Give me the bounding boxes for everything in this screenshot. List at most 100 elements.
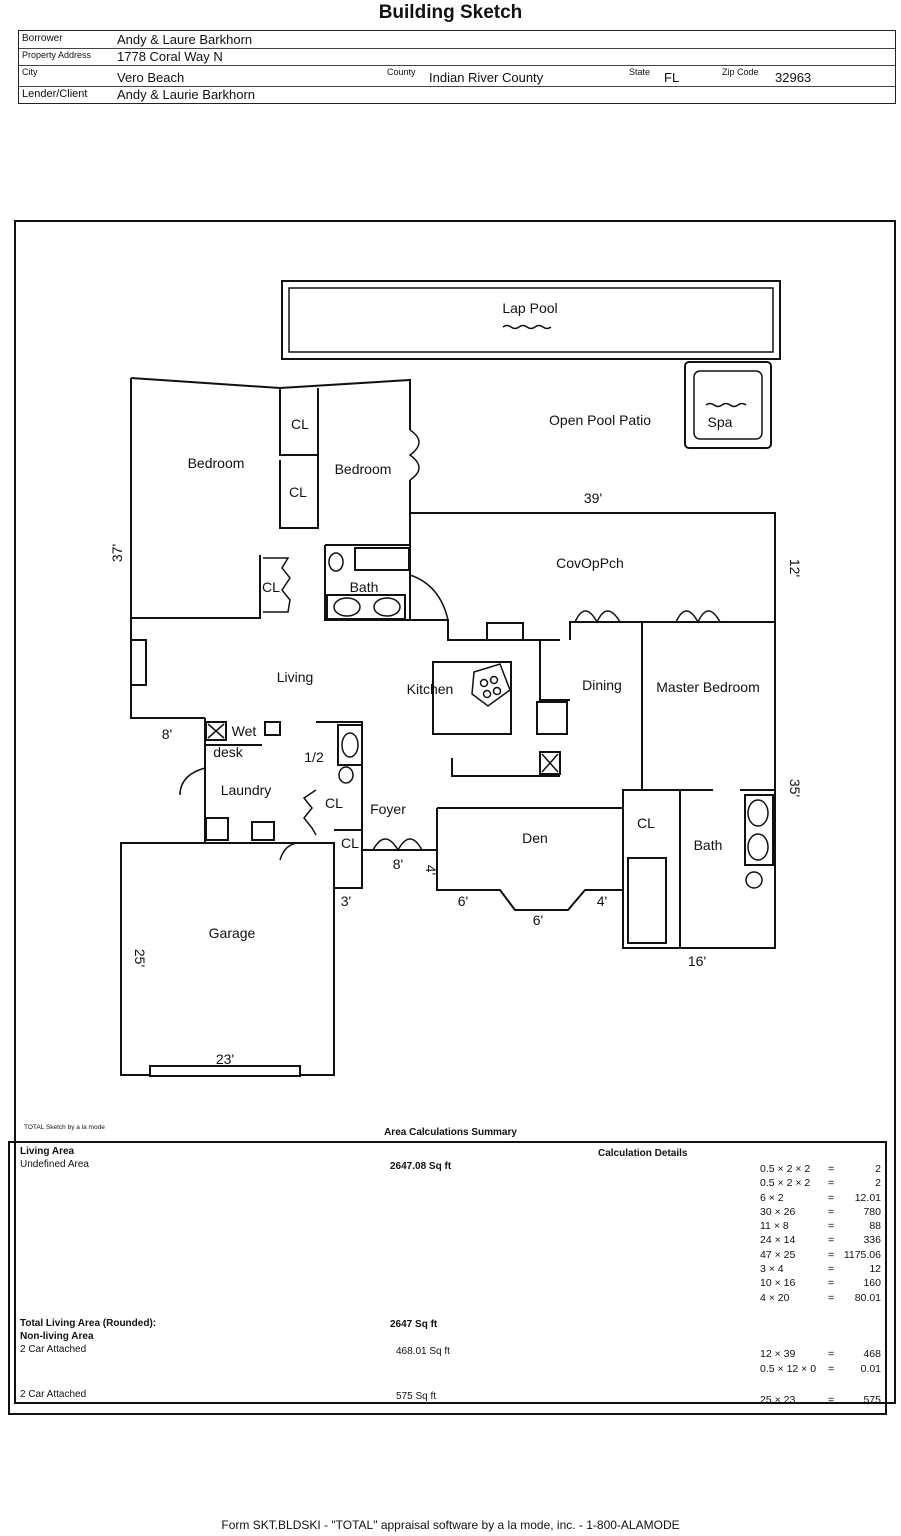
bifold-door-icon xyxy=(263,557,291,613)
room-open-pool-patio: Open Pool Patio xyxy=(549,412,651,428)
dim-4-b: 4' xyxy=(597,893,607,909)
dim-8-b: 8' xyxy=(393,856,403,872)
dim-3: 3' xyxy=(341,893,351,909)
living-area-label: Living Area xyxy=(20,1146,75,1157)
room-bath-1: Bath xyxy=(350,579,379,595)
porch-door-icon xyxy=(574,610,621,624)
car-attached-value-2: 575 Sq ft xyxy=(396,1391,437,1402)
master-sink-icon-2 xyxy=(747,833,769,861)
bifold-door-icon-2 xyxy=(302,789,317,836)
zip-value: 32963 xyxy=(775,70,812,85)
garage-door xyxy=(149,1065,301,1077)
double-door-icon xyxy=(408,429,420,481)
room-closet-5: CL xyxy=(341,835,359,851)
garage-walls xyxy=(120,842,335,1076)
calc-details-label: Calculation Details xyxy=(598,1148,688,1159)
room-closet-3: CL xyxy=(262,579,280,595)
calc-row: 0.5 × 12 × 0=0.01 xyxy=(760,1363,881,1375)
dim-37: 37' xyxy=(109,544,125,562)
page-title: Building Sketch xyxy=(378,2,523,23)
lender-label: Lender/Client xyxy=(22,88,88,100)
half-bath-walls xyxy=(316,721,363,845)
calc-row: 24 × 14=336 xyxy=(760,1234,881,1247)
city-row: City Vero Beach County Indian River Coun… xyxy=(19,65,895,87)
car-attached-value-1: 468.01 Sq ft xyxy=(396,1346,450,1357)
half-bath-toilet-icon xyxy=(338,766,354,784)
sketch-credit: TOTAL Sketch by a la mode xyxy=(24,1124,105,1131)
spa-inner xyxy=(693,370,763,440)
master-shower xyxy=(627,857,667,944)
pool-wave-icon xyxy=(502,324,552,330)
room-dining: Dining xyxy=(582,677,622,693)
car-attached-label-2: 2 Car Attached xyxy=(20,1389,87,1400)
dim-12: 12' xyxy=(787,559,803,577)
room-closet-2: CL xyxy=(289,484,307,500)
room-bedroom-2: Bedroom xyxy=(335,461,392,477)
porch-door-icon-2 xyxy=(675,610,721,624)
toilet-icon xyxy=(328,552,344,572)
calc-row: 0.5 × 2 × 2=2 xyxy=(760,1177,881,1190)
property-row: Property Address 1778 Coral Way N xyxy=(19,48,895,66)
room-bath-2: Bath xyxy=(694,837,723,853)
wet-bar-cross-icon xyxy=(207,723,225,739)
dim-6-b: 6' xyxy=(533,912,543,928)
borrower-value: Andy & Laure Barkhorn xyxy=(117,32,253,47)
total-living-label: Total Living Area (Rounded): xyxy=(20,1318,157,1329)
master-vanity xyxy=(744,794,774,866)
room-spa: Spa xyxy=(708,414,733,430)
city-label: City xyxy=(22,67,38,77)
kitchen-sink xyxy=(486,622,524,641)
dim-39: 39' xyxy=(584,490,602,506)
west-wall xyxy=(130,378,205,719)
master-east-walls xyxy=(622,622,776,949)
room-living: Living xyxy=(277,669,314,685)
calc-row: 10 × 16=160 xyxy=(760,1277,881,1290)
dim-16: 16' xyxy=(688,953,706,969)
washer-box xyxy=(205,817,229,841)
borrower-label: Borrower xyxy=(22,33,63,44)
calc-row: 3 × 4=12 xyxy=(760,1263,881,1276)
calc-row: 4 × 20=80.01 xyxy=(760,1291,881,1304)
state-label: State xyxy=(629,67,651,77)
calc-list: 0.5 × 2 × 2=2 0.5 × 2 × 2=2 6 × 2=12.01 … xyxy=(760,1163,885,1306)
fireplace xyxy=(130,639,147,686)
calc-row: 11 × 8=88 xyxy=(760,1220,881,1233)
city-value: Vero Beach xyxy=(117,70,185,85)
property-value: 1778 Coral Way N xyxy=(117,49,223,64)
room-foyer: Foyer xyxy=(370,801,406,817)
room-kitchen: Kitchen xyxy=(407,681,454,697)
cooktop-icon xyxy=(471,663,511,707)
laundry-door-icon xyxy=(179,767,206,796)
kitchen-island xyxy=(432,661,512,735)
calc-row: 47 × 25=1175.06 xyxy=(760,1248,881,1261)
kitchen-south-counter xyxy=(451,758,560,777)
kitchen-appliance xyxy=(536,701,568,735)
burner-icon xyxy=(479,678,489,688)
dim-35: 35' xyxy=(787,779,803,797)
room-lap-pool: Lap Pool xyxy=(502,300,557,316)
county-value: Indian River County xyxy=(429,70,544,85)
dim-6-a: 6' xyxy=(458,893,468,909)
bath-door-icon xyxy=(409,574,449,621)
spa-wave-icon xyxy=(705,402,747,408)
lender-value: Andy & Laurie Barkhorn xyxy=(117,87,256,102)
burner-icon xyxy=(492,686,502,696)
dim-4-a: 4' xyxy=(423,865,439,875)
room-closet-6: CL xyxy=(637,815,655,831)
car1-calc-list: 12 × 39=468 0.5 × 12 × 0=0.01 xyxy=(760,1348,885,1378)
total-living-value: 2647 Sq ft xyxy=(390,1319,438,1330)
room-laundry: Laundry xyxy=(221,782,272,798)
area-table: Living Area Calculation Details Undefine… xyxy=(8,1141,887,1415)
burner-icon xyxy=(489,675,499,685)
car-attached-label-1: 2 Car Attached xyxy=(20,1344,87,1355)
county-label: County xyxy=(387,67,416,77)
calc-row: 30 × 26=780 xyxy=(760,1205,881,1218)
spa-outline xyxy=(684,361,772,449)
dim-8-a: 8' xyxy=(162,726,172,742)
sink-icon xyxy=(333,597,361,617)
undefined-area-label: Undefined Area xyxy=(20,1159,89,1170)
dryer-box xyxy=(251,821,275,841)
double-vanity xyxy=(326,594,406,620)
master-sink-icon xyxy=(747,799,769,827)
